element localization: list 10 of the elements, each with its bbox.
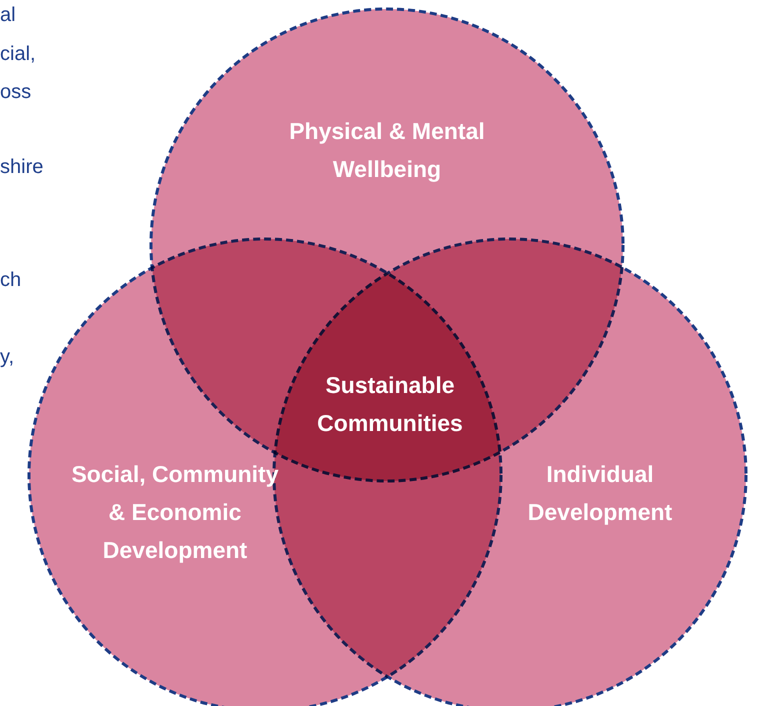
text-fragment: oss	[0, 81, 32, 104]
text-fragment: al	[0, 4, 16, 27]
text-fragment: cial,	[0, 43, 36, 66]
center-label: Sustainable Communities	[316, 371, 464, 438]
circle-label: Physical & Mental Wellbeing	[288, 117, 486, 184]
circle-label: Individual Development	[526, 460, 674, 527]
circle-label: Social, Community & Economic Development	[70, 460, 280, 565]
text-fragment: shire	[0, 156, 44, 179]
text-fragment: ch	[0, 269, 22, 292]
text-fragment: y,	[0, 346, 14, 369]
